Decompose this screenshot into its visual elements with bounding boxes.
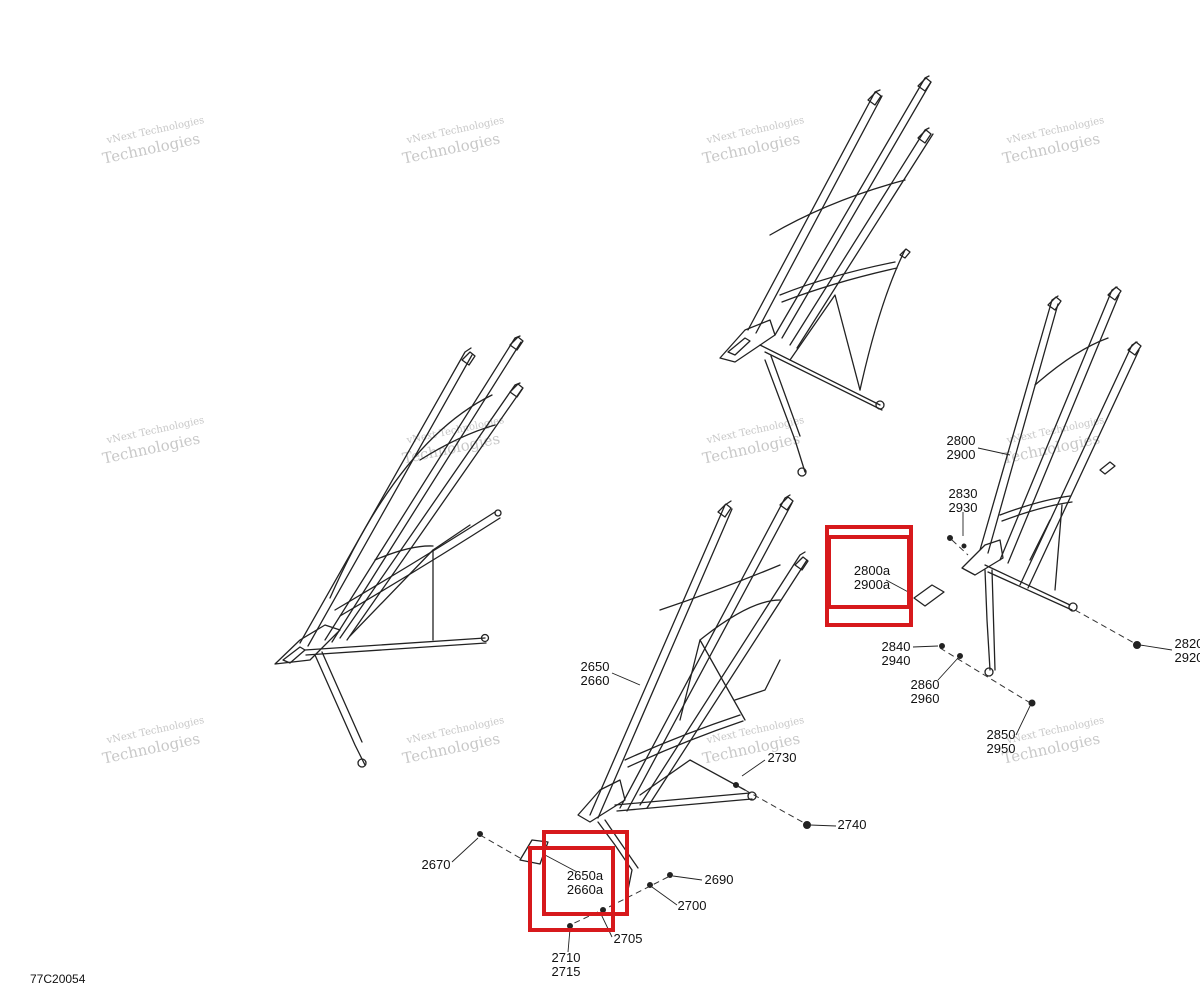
highlight-box <box>827 535 911 609</box>
highlight-box <box>528 846 615 932</box>
window-net-left <box>274 335 524 768</box>
hardware-parts <box>477 535 1141 929</box>
leader-lines <box>451 447 1173 953</box>
window-net-top <box>719 75 934 477</box>
window-net-right <box>913 286 1142 677</box>
figure-code: 77C20054 <box>30 972 86 985</box>
callout-2670[interactable]: 2670 <box>421 857 451 872</box>
callout-2700[interactable]: 2700 <box>677 898 707 913</box>
callout-2740[interactable]: 2740 <box>837 817 867 832</box>
callout-2730[interactable]: 2730 <box>767 750 797 765</box>
highlight-frames <box>528 525 913 932</box>
callout-2705[interactable]: 2705 <box>613 931 643 946</box>
callout-2690[interactable]: 2690 <box>704 872 734 887</box>
window-net-center <box>519 494 809 891</box>
highlight-box <box>542 830 629 916</box>
